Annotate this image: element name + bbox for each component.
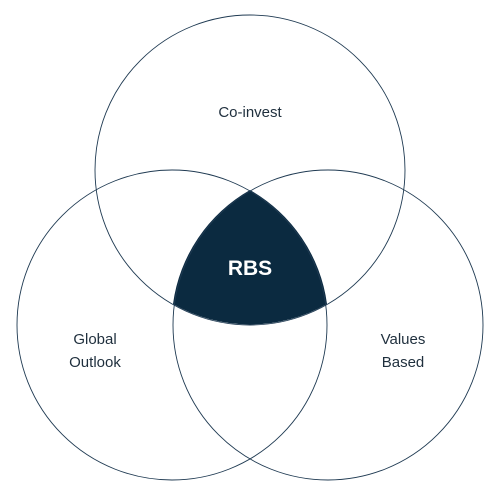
center-intersection <box>173 190 327 325</box>
label-top: Co-invest <box>218 104 282 121</box>
circle-right <box>172 169 484 481</box>
label-right-line2: Based <box>382 354 425 371</box>
label-right-line1: Values <box>381 331 426 348</box>
label-center: RBS <box>228 257 272 280</box>
label-left-line2: Outlook <box>69 354 121 371</box>
circle-top <box>94 14 406 326</box>
circle-left <box>16 169 328 481</box>
label-left-line1: Global <box>73 331 116 348</box>
